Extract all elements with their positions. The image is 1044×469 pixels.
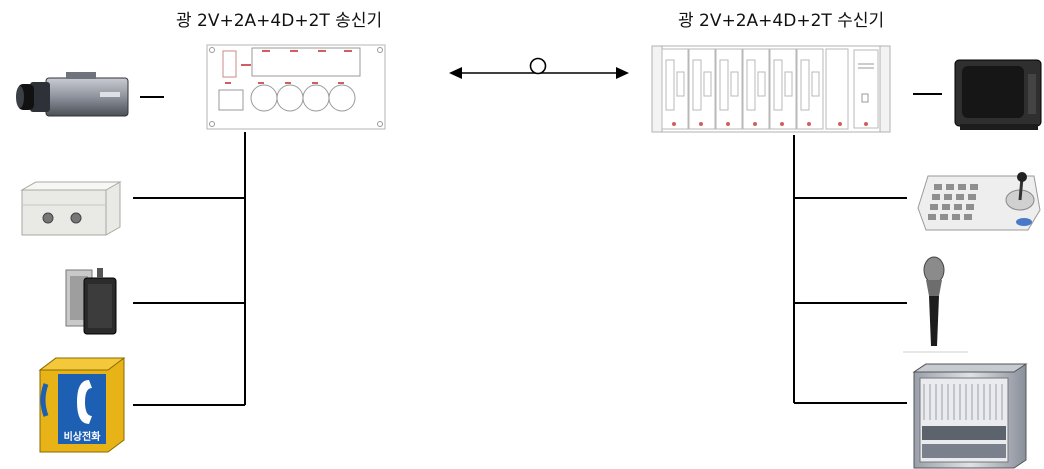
rx-connection-lines	[793, 93, 942, 404]
receiver-title: 광 2V+2A+4D+2T 수신기	[678, 11, 885, 31]
ptz-controller-icon	[917, 172, 1041, 231]
transmitter-title: 광 2V+2A+4D+2T 송신기	[176, 11, 383, 31]
link-arrow-right	[616, 67, 629, 79]
transmitter-unit	[206, 44, 386, 130]
tx-connection-lines	[133, 96, 246, 406]
emergency-phone-sign: 비상전화	[64, 430, 102, 443]
emergency-phone-icon: 비상전화	[38, 357, 126, 453]
optical-fiber-symbol	[529, 57, 547, 75]
microphone-icon	[903, 256, 968, 353]
speaker-icon	[65, 268, 117, 335]
link-arrow-left	[449, 67, 462, 79]
cctv-camera-icon	[16, 72, 129, 117]
crt-monitor-icon	[954, 59, 1042, 130]
optical-link	[449, 57, 629, 79]
junction-box-icon	[20, 181, 122, 236]
receiver-unit	[651, 45, 891, 133]
equipment-rack-icon	[912, 363, 1028, 469]
